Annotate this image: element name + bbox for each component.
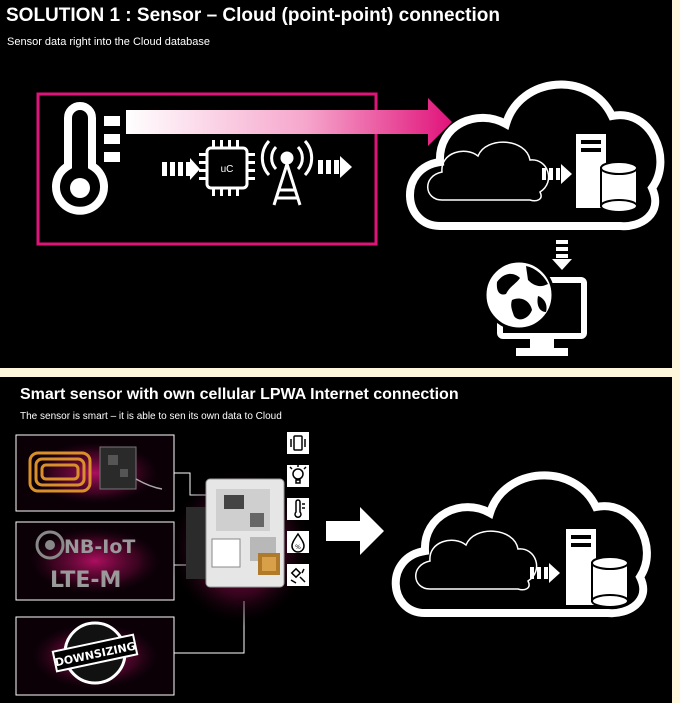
iot-module-icon (168, 467, 312, 627)
inner-cloud (415, 530, 538, 591)
temperature-icon (294, 499, 305, 518)
downsizing-badge: DOWNSIZING (25, 620, 165, 692)
panel2-title: Smart sensor with own cellular LPWA Inte… (20, 386, 459, 403)
panel2-diagram: NB-IoT LTE-M DOWNSIZING (15, 432, 651, 696)
database-icon (600, 161, 638, 213)
data-flow-arrow (126, 98, 452, 146)
svg-text:%: % (295, 544, 301, 551)
panel1-subtitle: Sensor data right into the Cloud databas… (7, 36, 211, 48)
microcontroller-icon: uC (199, 140, 255, 196)
database-icon (591, 556, 629, 608)
panel1-title: SOLUTION 1 : Sensor – Cloud (point-point… (6, 5, 500, 26)
nbiot-label: NB-IoT (64, 536, 135, 558)
cloud-icon (406, 80, 665, 231)
panel2-subtitle: The sensor is smart – it is able to sen … (20, 411, 282, 422)
nbiot-lte-badge: NB-IoT LTE-M (23, 525, 167, 597)
phone-icon (290, 435, 306, 451)
dashed-arrow-to-server (542, 164, 572, 184)
panel-solution-1: SOLUTION 1 : Sensor – Cloud (point-point… (0, 0, 672, 368)
chip-label: uC (221, 164, 234, 175)
dashed-arrow-to-chip (162, 158, 200, 180)
coil-antenna-icon (25, 439, 165, 507)
bulb-icon (289, 465, 307, 484)
dashed-arrow-from-antenna (318, 156, 352, 178)
panel-smart-sensor: Smart sensor with own cellular LPWA Inte… (0, 377, 672, 703)
panel1-diagram: uC (36, 80, 665, 356)
thermometer-scale-marks (104, 116, 120, 162)
globe-monitor-icon (483, 259, 587, 356)
sensor-frame (36, 92, 378, 246)
dashed-arrow-down (552, 240, 572, 270)
dashed-arrow-to-server (530, 563, 560, 583)
thermometer-icon (52, 102, 108, 215)
ltem-label: LTE-M (50, 568, 121, 593)
antenna-icon (260, 139, 314, 206)
upload-arrow (326, 507, 384, 555)
inner-cloud (427, 141, 550, 202)
cloud-icon (391, 471, 651, 618)
satellite-icon (290, 567, 306, 584)
humidity-icon: % (291, 532, 305, 553)
